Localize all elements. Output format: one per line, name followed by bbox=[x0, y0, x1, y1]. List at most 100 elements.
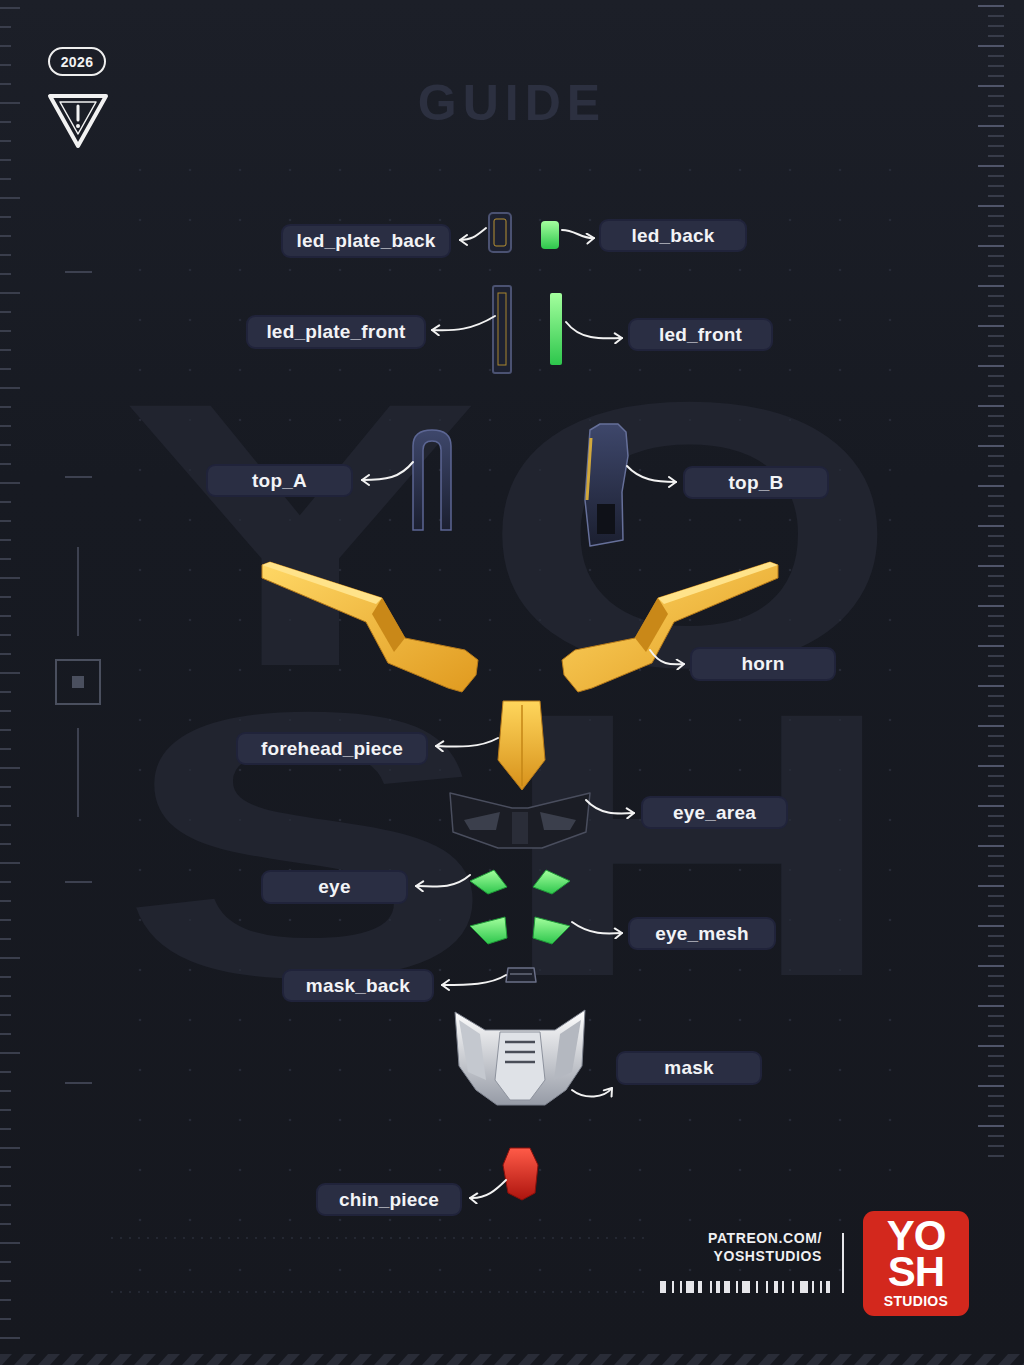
grid-dot bbox=[156, 1291, 158, 1293]
ruler-tick bbox=[0, 1204, 11, 1206]
grid-dot bbox=[289, 719, 292, 722]
footer-wrap: PATREON.COM/ YOSHSTUDIOS bbox=[682, 1229, 822, 1265]
grid-dot bbox=[689, 1269, 692, 1272]
grid-dot bbox=[192, 1291, 194, 1293]
node-text: led_back bbox=[632, 225, 715, 247]
ruler-tick bbox=[988, 735, 1004, 737]
hatch-stripe bbox=[806, 1354, 828, 1365]
ruler-tick bbox=[0, 235, 11, 237]
ruler-tick bbox=[988, 35, 1004, 37]
leader-arrow bbox=[627, 466, 676, 482]
grid-dot bbox=[339, 1219, 342, 1222]
grid-dot bbox=[289, 619, 292, 622]
grid-dot bbox=[439, 1269, 442, 1272]
grid-dot bbox=[889, 969, 892, 972]
part-label: mask_back bbox=[282, 969, 434, 1002]
grid-dot bbox=[789, 1269, 792, 1272]
grid-dot bbox=[639, 469, 642, 472]
ruler-tick bbox=[0, 824, 11, 826]
leader-arrow bbox=[586, 800, 634, 814]
node-text: horn bbox=[741, 653, 784, 675]
forehead-ridge bbox=[521, 705, 523, 786]
grid-dot bbox=[624, 1291, 626, 1293]
led-plate-back-inner bbox=[494, 219, 506, 246]
grid-dot bbox=[489, 369, 492, 372]
grid-dot bbox=[345, 1291, 347, 1293]
ruler-tick bbox=[978, 1005, 1004, 1007]
grid-dot bbox=[389, 1119, 392, 1122]
grid-dot bbox=[189, 219, 192, 222]
hatch-stripe bbox=[638, 1354, 660, 1365]
ruler-tick bbox=[0, 444, 11, 446]
grid-dot bbox=[639, 1219, 642, 1222]
grid-dot bbox=[639, 419, 642, 422]
ruler-tick bbox=[0, 843, 11, 845]
grid-dot bbox=[889, 169, 892, 172]
grid-dot bbox=[439, 969, 442, 972]
ruler-tick bbox=[988, 15, 1004, 17]
grid-dot bbox=[439, 919, 442, 922]
ruler-tick bbox=[0, 1033, 11, 1035]
grid-dot bbox=[539, 319, 542, 322]
grid-dot bbox=[439, 1169, 442, 1172]
grid-dot bbox=[579, 1291, 581, 1293]
grid-dot bbox=[453, 1237, 455, 1239]
grid-dot bbox=[239, 219, 242, 222]
ruler-tick bbox=[988, 625, 1004, 627]
grid-dot bbox=[183, 1237, 185, 1239]
grid-dot bbox=[189, 1269, 192, 1272]
ruler-tick bbox=[978, 685, 1004, 687]
grid-dot bbox=[289, 819, 292, 822]
grid-dot bbox=[273, 1237, 275, 1239]
hatch-stripe bbox=[158, 1354, 180, 1365]
grid-dot bbox=[289, 669, 292, 672]
grid-dot bbox=[739, 769, 742, 772]
ruler-tick bbox=[978, 1125, 1004, 1127]
warning-dot bbox=[76, 124, 80, 128]
side-dash bbox=[65, 476, 92, 478]
grid-dot bbox=[339, 1169, 342, 1172]
grid-dot bbox=[239, 969, 242, 972]
part-label: chin_piece bbox=[316, 1183, 462, 1216]
part-label: led_back bbox=[599, 219, 747, 252]
grid-dot bbox=[889, 319, 892, 322]
grid-dot bbox=[552, 1237, 554, 1239]
grid-dot bbox=[239, 269, 242, 272]
grid-dot bbox=[739, 1119, 742, 1122]
grid-dot bbox=[339, 519, 342, 522]
grid-dot bbox=[139, 769, 142, 772]
grid-dot bbox=[189, 819, 192, 822]
ruler-tick bbox=[988, 1065, 1004, 1067]
grid-dot bbox=[189, 569, 192, 572]
barcode-bar bbox=[800, 1281, 808, 1293]
ruler-tick bbox=[988, 275, 1004, 277]
grid-dot bbox=[189, 869, 192, 872]
eye-mesh bbox=[533, 917, 570, 944]
ruler-tick bbox=[0, 216, 11, 218]
year-badge: 2026 bbox=[48, 47, 106, 76]
grid-dot bbox=[789, 769, 792, 772]
grid-dot bbox=[165, 1291, 167, 1293]
eye-slit bbox=[464, 812, 500, 830]
ruler-tick bbox=[988, 715, 1004, 717]
ruler-tick bbox=[988, 695, 1004, 697]
grid-dot bbox=[889, 369, 892, 372]
grid-dot bbox=[372, 1237, 374, 1239]
grid-dot bbox=[165, 1237, 167, 1239]
ruler-tick bbox=[988, 185, 1004, 187]
grid-dot bbox=[597, 1237, 599, 1239]
hatch-stripe bbox=[686, 1354, 708, 1365]
grid-dot bbox=[239, 1119, 242, 1122]
grid-dot bbox=[739, 719, 742, 722]
ruler-tick bbox=[988, 1145, 1004, 1147]
node-text: led_plate_front bbox=[266, 321, 405, 343]
grid-dot bbox=[839, 169, 842, 172]
grid-dot bbox=[390, 1291, 392, 1293]
ruler-tick bbox=[978, 605, 1004, 607]
grid-dot bbox=[289, 1119, 292, 1122]
grid-dot bbox=[339, 1019, 342, 1022]
ruler-tick bbox=[988, 455, 1004, 457]
ruler-tick bbox=[0, 1337, 20, 1339]
grid-dot bbox=[739, 269, 742, 272]
ruler-tick bbox=[0, 1185, 11, 1187]
